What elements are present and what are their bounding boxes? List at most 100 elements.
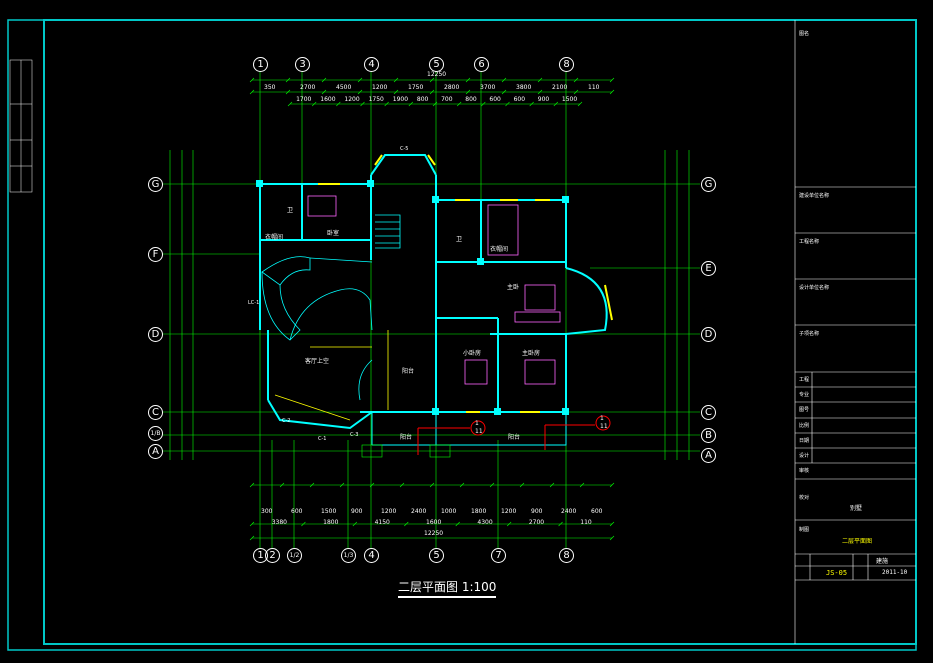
dim-value: 1200 — [372, 84, 388, 91]
axis-bubble-bottom: 5 — [429, 548, 444, 563]
dim-tick — [429, 89, 435, 95]
dim-tick — [429, 77, 435, 83]
dim-value: 2800 — [444, 84, 460, 91]
dim-value: 350 — [264, 84, 276, 91]
dim-tick — [408, 101, 414, 107]
dim-value: 1600 — [426, 519, 442, 526]
dim-tick — [501, 77, 507, 83]
room-label: 阳台 — [400, 434, 413, 441]
axis-bubble-left: A — [148, 444, 163, 459]
window-label: C-1 — [318, 436, 327, 442]
axis-bubble-left: 1/B — [148, 426, 163, 441]
axis-bubble-left: C — [148, 405, 163, 420]
furniture — [307, 195, 561, 385]
dim-tick — [249, 89, 255, 95]
dim-value: 2700 — [528, 519, 545, 526]
axis-bubble-right: B — [701, 428, 716, 443]
section-markers — [417, 415, 611, 455]
dim-value: 1800 — [323, 519, 339, 526]
axis-bubble-bottom: 2 — [265, 548, 280, 563]
title-block — [794, 20, 916, 644]
axis-bubble-bottom: 7 — [491, 548, 506, 563]
axis-bubble-top: 1 — [253, 57, 268, 72]
dim-tick — [311, 101, 317, 107]
dim-tick — [537, 89, 543, 95]
dim-value: 2100 — [552, 84, 568, 91]
dim-tick — [489, 482, 495, 488]
dim-tick — [285, 77, 291, 83]
dim-value: 1900 — [392, 96, 409, 103]
overall-dim-top: 12250 — [427, 71, 447, 78]
dim-value: 2400 — [561, 508, 577, 515]
dim-value: 900 — [531, 508, 543, 515]
dim-tick — [609, 482, 615, 488]
axis-bubble-left: G — [148, 177, 163, 192]
dim-value: 1750 — [408, 84, 424, 91]
dim-tick — [537, 77, 543, 83]
dim-tick — [609, 535, 615, 541]
drawing-title: 二层平面图 1:100 — [398, 578, 497, 598]
dim-tick — [459, 482, 465, 488]
dim-tick — [505, 101, 510, 107]
dim-tick — [309, 482, 315, 488]
dim-tick — [369, 482, 375, 488]
dim-tick — [393, 77, 399, 83]
axis-bubble-left: D — [148, 327, 163, 342]
dim-tick — [573, 89, 579, 95]
title-block-field: 工程 — [799, 377, 810, 383]
columns — [256, 180, 569, 415]
dim-value: 800 — [416, 96, 429, 103]
axis-bubble-bottom: 4 — [364, 548, 379, 563]
dim-tick — [573, 77, 579, 83]
title-block-field: 子项名称 — [799, 331, 820, 337]
dim-tick — [456, 101, 462, 107]
dim-tick — [519, 482, 525, 488]
void-outline — [274, 330, 389, 421]
dim-value: 900 — [351, 508, 363, 515]
title-block-field: 设计 — [799, 453, 810, 459]
dim-value: 1200 — [381, 508, 397, 515]
dim-value: 4150 — [374, 519, 390, 526]
dim-value: 3700 — [480, 84, 496, 91]
axis-bubble-top: 5 — [429, 57, 444, 72]
dim-value: 110 — [588, 84, 600, 91]
room-label: 客厅上空 — [305, 358, 330, 365]
window-label: LC-1 — [248, 300, 260, 306]
title-block-field: 图名 — [799, 31, 810, 37]
window-label: C-2 — [282, 418, 291, 424]
room-label: 小卧房 — [463, 350, 482, 357]
dim-tick — [465, 89, 471, 95]
title-block-field: 图号 — [799, 407, 810, 413]
dim-value: 1200 — [501, 508, 517, 515]
dim-tick — [429, 482, 435, 488]
dim-tick — [287, 101, 293, 107]
title-block-field: 工程名称 — [799, 239, 820, 245]
room-label: 卫 — [287, 207, 294, 214]
section-callout: 11 — [475, 428, 483, 435]
axis-bubble-right: D — [701, 327, 716, 342]
title-block-field: 比例 — [799, 423, 810, 429]
dim-value: 1700 — [296, 96, 312, 103]
staircase — [261, 214, 401, 401]
axis-bubble-bottom: 1/3 — [341, 548, 356, 563]
axis-bubble-top: 6 — [474, 57, 489, 72]
dim-value: 4500 — [336, 84, 352, 91]
dim-value: 600 — [291, 508, 303, 515]
windows — [318, 154, 613, 413]
dim-tick — [558, 521, 563, 527]
room-label: 阳台 — [508, 434, 521, 441]
dim-tick — [360, 101, 365, 107]
axis-bubble-right: C — [701, 405, 716, 420]
dim-tick — [577, 101, 583, 107]
dim-tick — [609, 77, 615, 83]
dim-value: 1500 — [561, 96, 578, 103]
dim-tick — [321, 77, 327, 83]
dim-value: 1000 — [441, 508, 457, 515]
section-callout: 1 — [600, 415, 604, 422]
dim-tick — [279, 482, 285, 488]
title-block-field: 建设单位名称 — [799, 193, 830, 199]
dim-value: 600 — [489, 96, 501, 103]
window-label: C-3 — [350, 432, 359, 438]
dim-tick — [249, 77, 255, 83]
